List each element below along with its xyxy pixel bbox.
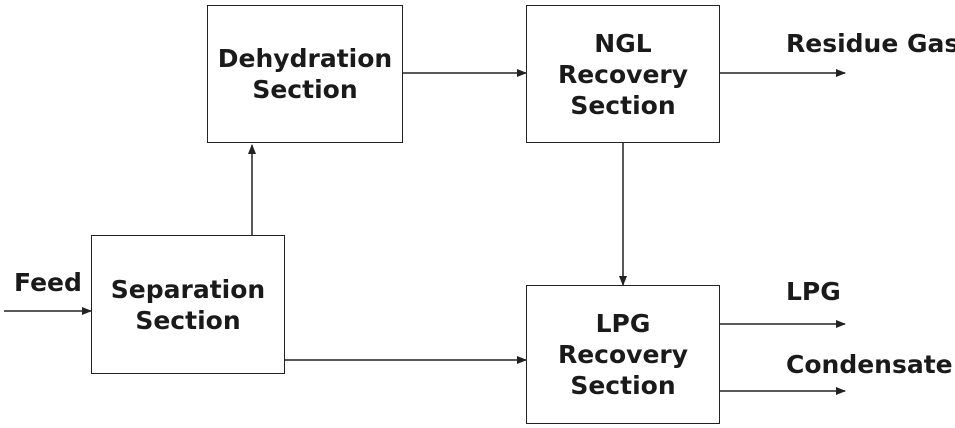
lpg-recovery-section-box: LPG Recovery Section [526,285,720,424]
ngl-recovery-section-box: NGL Recovery Section [526,5,720,143]
dehydration-section-box: Dehydration Section [207,5,403,143]
feed-label: Feed [14,268,82,297]
condensate-label: Condensate [786,350,953,379]
lpg-output-label: LPG [786,277,841,306]
separation-section-label: Separation Section [110,274,266,335]
lpg-recovery-section-label: LPG Recovery Section [557,309,689,400]
separation-section-box: Separation Section [91,235,285,374]
residue-gas-label: Residue Gas [786,29,955,58]
ngl-recovery-section-label: NGL Recovery Section [557,28,689,120]
dehydration-section-label: Dehydration Section [217,44,393,104]
